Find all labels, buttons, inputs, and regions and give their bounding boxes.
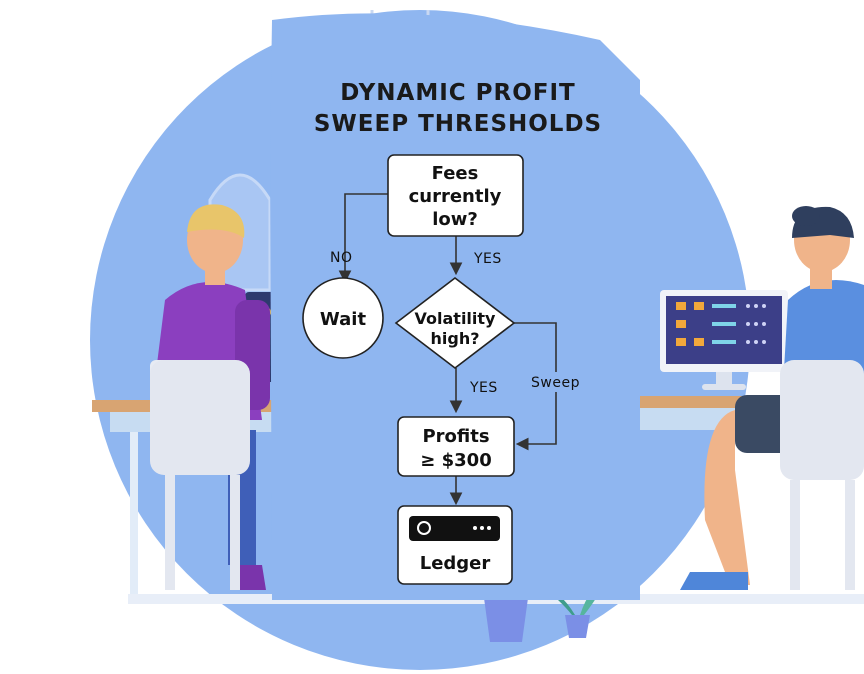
node-fees-line2: currently: [409, 186, 502, 207]
node-ledger: Ledger: [397, 505, 513, 585]
node-profits-line1: Profits: [422, 426, 489, 447]
node-profits-threshold: Profits ≥ $300: [397, 416, 515, 477]
node-volatility-line1: Volatility: [415, 309, 497, 328]
edge-label-vol-yes: YES: [469, 380, 498, 396]
edge-label-sweep: Sweep: [531, 375, 580, 391]
left-person-illustration: [150, 204, 270, 590]
right-person-illustration: [680, 206, 864, 590]
node-fees-line1: Fees: [432, 163, 479, 184]
node-ledger-label: Ledger: [420, 553, 491, 574]
node-volatility-high: Volatility high?: [394, 276, 516, 370]
node-fees-currently-low: Fees currently low?: [387, 154, 524, 237]
node-volatility-line2: high?: [431, 329, 480, 348]
node-fees-line3: low?: [432, 209, 478, 230]
edge-label-fees-yes: YES: [473, 251, 502, 267]
node-profits-line2: ≥ $300: [420, 450, 491, 471]
edge-fees-no: [338, 193, 388, 284]
node-wait-label: Wait: [320, 309, 367, 330]
hardware-wallet-icon: [409, 516, 500, 541]
edge-label-no: NO: [330, 250, 353, 266]
diagram-title-line1: DYNAMIC PROFIT: [340, 80, 576, 106]
right-monitor-icon: [660, 290, 788, 390]
diagram-title-line2: SWEEP THRESHOLDS: [314, 111, 602, 137]
node-wait: Wait: [302, 277, 384, 359]
